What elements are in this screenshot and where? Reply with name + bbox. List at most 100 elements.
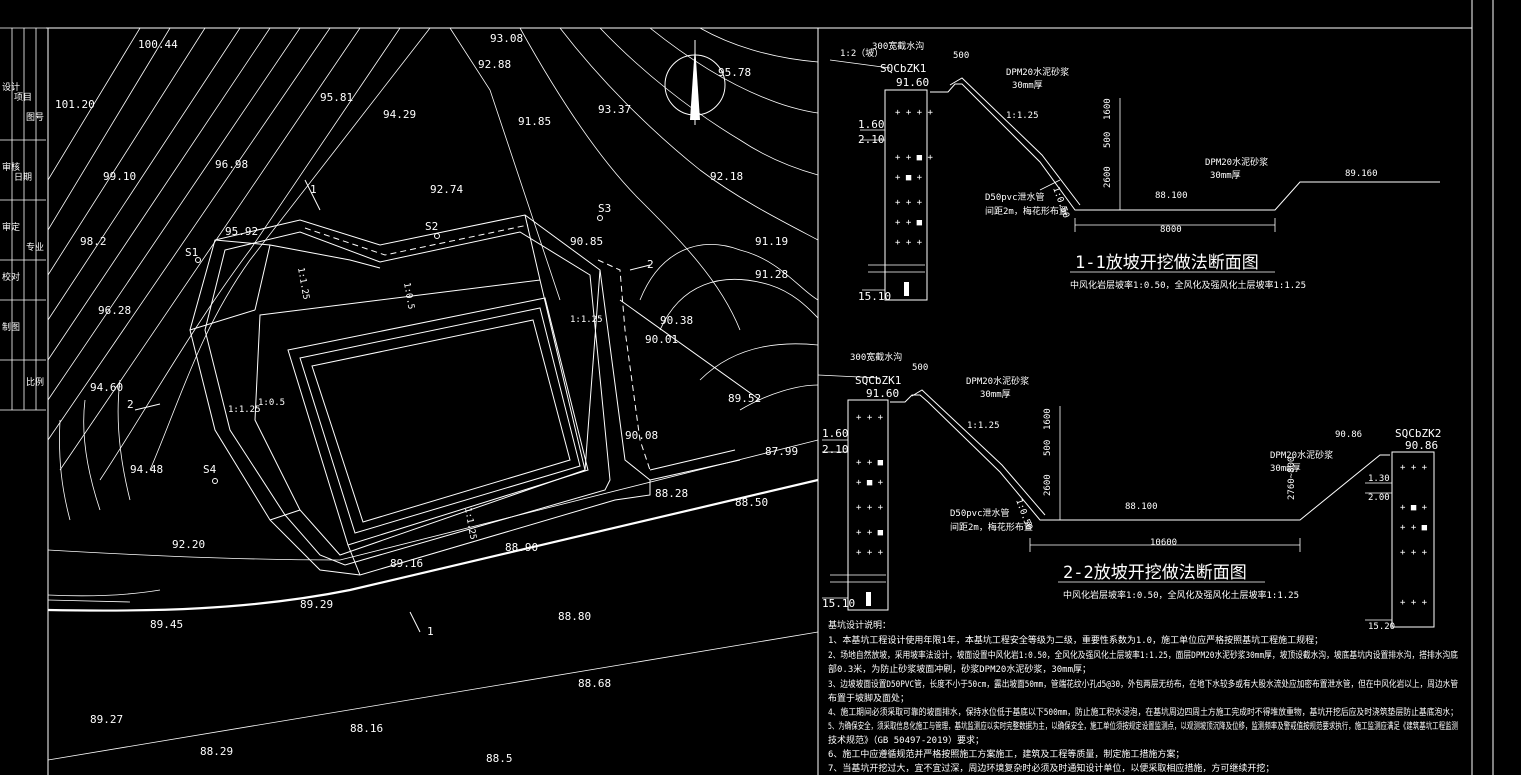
pipe-label-2: 间距2m，梅花形布置 [985, 205, 1068, 217]
note-line: 4、施工期间必须采取可靠的坡面排水，保持水位低于基底以下500mm，防止施工积水… [828, 706, 1458, 718]
svg-text:+ + +: + + + [856, 413, 884, 423]
vertical-dim: 500 [1103, 132, 1113, 148]
vertical-dim: 1600 [1103, 98, 1113, 120]
note-line: 技术规范》（GB 50497-2019）要求； [828, 734, 984, 746]
elevation-label: 92.20 [172, 538, 205, 551]
slope-label: 1:0.5 [258, 398, 285, 408]
right-mortar: DPM20水泥砂浆 [1205, 156, 1268, 168]
elevation-b: 2.10 [858, 133, 885, 146]
elevation-label: 88.28 [655, 487, 688, 500]
tb-cell: 项目 [14, 92, 32, 103]
mortar-label: DPM20水泥砂浆 [966, 375, 1029, 387]
elevation-label: 88.90 [505, 541, 538, 554]
elevation-label: 98.2 [80, 235, 107, 248]
borehole-fill: + + + ++ + ■ + + ■ ++ + + + + ■+ + + [895, 108, 934, 248]
tb-cell: 设计 [2, 81, 20, 93]
elevation-label: 91.28 [755, 268, 788, 281]
road [48, 439, 818, 761]
section-mark: 1 [427, 625, 434, 638]
elevation-label: 89.16 [390, 557, 423, 570]
svg-text:+ + ■: + + ■ [1400, 523, 1428, 533]
elevation-label: 99.10 [103, 170, 136, 183]
borehole-markers: S1 S2 S3 S4 [185, 202, 611, 484]
elevation-label: 96.98 [215, 158, 248, 171]
elevation-label: 91.19 [755, 235, 788, 248]
elevation-label: 89.45 [150, 618, 183, 631]
elevation-label: 101.20 [55, 98, 95, 111]
elevation-label: 90.38 [660, 314, 693, 327]
elevation-label: 95.78 [718, 66, 751, 79]
svg-text:+ + +: + + + [895, 198, 923, 208]
borehole-code: SQCbZK1 [880, 62, 926, 75]
elevation-label: 95.81 [320, 91, 353, 104]
elevation-label: 93.37 [598, 103, 631, 116]
note-line: 布置于坡脚及面处； [828, 692, 909, 704]
section-title: 1-1放坡开挖做法断面图 [1075, 253, 1259, 273]
right-elevation: 90.86 [1335, 430, 1362, 440]
notes-heading: 基坑设计说明： [828, 619, 891, 631]
elevation-label: 89.29 [300, 598, 333, 611]
elevation-r3: 15.20 [1368, 622, 1395, 632]
note-line: 6、施工中应遵循规范并严格按照施工方案施工，建筑及工程等质量，制定施工措施方案； [828, 748, 1184, 760]
tb-cell: 校对 [2, 271, 20, 283]
elevation-label: 94.29 [383, 108, 416, 121]
bottom-elevation: 88.100 [1125, 502, 1158, 512]
slope-label: 1:0.5 [401, 282, 416, 310]
svg-text:+ + +: + + + [856, 503, 884, 513]
elevation-label: 88.68 [578, 677, 611, 690]
section-small-label: 1:2（坡） [840, 47, 883, 59]
elevation-label: 95.92 [225, 225, 258, 238]
section-1-1: 1:2（坡） 300宽截水沟 SQCbZK1 91.60 500 DPM20水泥… [829, 40, 1440, 303]
tb-cell: 比例 [26, 376, 44, 388]
section-subtitle: 中风化岩层坡率1:0.50，全风化及强风化土层坡率1:1.25 [1070, 279, 1306, 291]
elevation-a: 1.60 [822, 427, 849, 440]
right-mortar: DPM20水泥砂浆 [1270, 449, 1333, 461]
svg-text:+ ■ +: + ■ + [856, 478, 884, 488]
borehole-label: S1 [185, 246, 198, 259]
svg-text:+ ■ +: + ■ + [895, 173, 923, 183]
tb-cell: 制图 [2, 321, 20, 333]
right-thick: 30mm厚 [1210, 170, 1241, 181]
elevation-label: 92.18 [710, 170, 743, 183]
slope-label: 1:1.25 [570, 315, 603, 325]
right-elevation: 89.160 [1345, 169, 1378, 179]
tb-cell: 图号 [26, 112, 44, 123]
elevation-label: 90.85 [570, 235, 603, 248]
elevation-b: 2.10 [822, 443, 849, 456]
elevation-label: 88.16 [350, 722, 383, 735]
design-notes: 基坑设计说明： 1、本基坑工程设计使用年限1年，本基坑工程安全等级为二级，重要性… [828, 619, 1458, 774]
mortar-label: DPM20水泥砂浆 [1006, 66, 1069, 78]
borehole-label: S3 [598, 202, 611, 215]
svg-text:+ + + +: + + + + [895, 108, 934, 118]
tb-cell: 审核 [2, 161, 20, 173]
borehole-label: S4 [203, 463, 217, 476]
elevation-label: 90.08 [625, 429, 658, 442]
excavation-outline [134, 179, 761, 633]
elevation-label: 89.52 [728, 392, 761, 405]
bottom-elevation: 88.100 [1155, 191, 1188, 201]
section-2-2: 300宽截水沟 SQCbZK1 91.60 500 DPM20水泥砂浆 30mm… [817, 351, 1441, 632]
pipe-label: D50pvc泄水管 [950, 507, 1010, 519]
thick-label: 30mm厚 [980, 389, 1011, 400]
section-mark: 2 [647, 258, 654, 271]
elevation-c: 15.10 [822, 597, 855, 610]
borehole-label: S2 [425, 220, 438, 233]
svg-text:+ + +: + + + [1400, 598, 1428, 608]
elevation-labels: 100.44 101.20 93.08 92.88 95.81 94.29 95… [55, 32, 798, 765]
elevation-r2: 2.00 [1368, 493, 1390, 503]
svg-text:+ ■ +: + ■ + [1400, 503, 1428, 513]
section-marks: 1 1 2 2 [127, 183, 654, 638]
vertical-dim: 1600 [1043, 408, 1053, 430]
section-mark: 1 [310, 183, 317, 196]
note-line: 3、边坡坡面设置D50PVC管，长度不小于50cm，露出坡面50mm，管端花纹小… [828, 678, 1458, 690]
elevation-label: 91.85 [518, 115, 551, 128]
section-subtitle: 中风化岩层坡率1:0.50，全风化及强风化土层坡率1:1.25 [1063, 589, 1299, 601]
elevation-label: 94.48 [130, 463, 163, 476]
section-wall-label: 300宽截水沟 [850, 351, 902, 363]
svg-text:+ + +: + + + [895, 238, 923, 248]
width-dimension: 8000 [1160, 225, 1182, 235]
borehole-code: SQCbZK1 [855, 374, 901, 387]
elevation-label: 100.44 [138, 38, 178, 51]
top-dimension: 500 [912, 363, 928, 373]
